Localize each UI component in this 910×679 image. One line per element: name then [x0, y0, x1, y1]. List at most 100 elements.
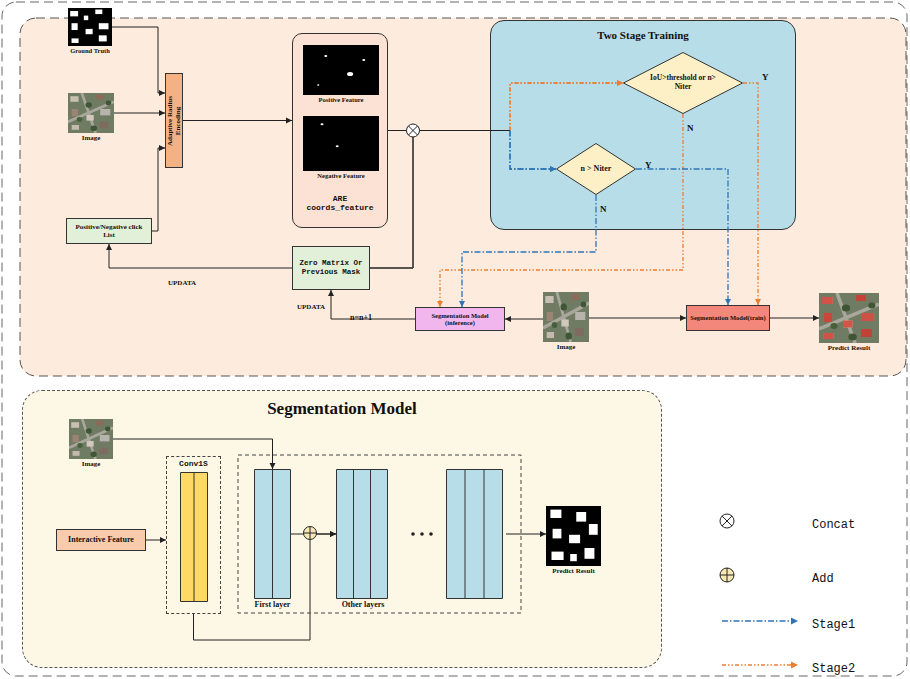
illustration-ref — [303, 116, 379, 171]
feature-group: ARE coords_featurePositive FeatureNegati… — [292, 33, 388, 228]
connector — [505, 316, 543, 322]
arrowhead — [286, 118, 292, 124]
list-box: Positive/Negative click List — [66, 218, 152, 244]
node-label: Segmentation Model (inference) — [417, 312, 503, 327]
node-label: Positive/Negative click List — [71, 223, 147, 239]
connector — [112, 27, 165, 96]
legend-text: Concat — [812, 519, 855, 532]
connector-line — [462, 195, 596, 307]
diamond-shape — [557, 144, 636, 195]
edge-label: n=n+1 — [350, 314, 372, 323]
arrowhead — [330, 531, 336, 537]
image-thumbnail: Image — [543, 292, 589, 342]
connector — [388, 80, 623, 131]
connector-line — [152, 148, 165, 231]
connector — [459, 195, 596, 307]
illustration — [546, 506, 601, 566]
edge-label: Y — [762, 73, 769, 83]
arrowhead — [330, 531, 336, 537]
node-label: IoU>threshold or n> Niter — [641, 74, 725, 91]
decision-diamond: n > Niter — [556, 143, 636, 195]
arrowhead — [617, 80, 623, 86]
arrowhead — [328, 290, 334, 296]
illustration-ref — [819, 293, 879, 343]
image-thumbnail: Image — [69, 419, 113, 459]
connector-line — [505, 319, 543, 320]
connector-line — [388, 130, 510, 131]
connector — [291, 531, 336, 537]
connector-line — [440, 114, 683, 307]
connector — [370, 131, 556, 269]
connector — [183, 118, 292, 124]
connector — [146, 537, 166, 543]
legend-stage1-line — [722, 618, 798, 625]
node-heading: Segmentation Model — [142, 399, 542, 419]
connector-line — [510, 83, 623, 131]
illustration-ref — [337, 469, 503, 599]
arrowhead — [540, 531, 546, 537]
connector — [770, 315, 819, 321]
image-caption: Ground Truth — [0, 47, 190, 54]
connector — [437, 114, 683, 307]
arrowhead — [755, 299, 761, 305]
connector-line — [388, 130, 510, 131]
image-thumbnail: Ground Truth — [68, 8, 112, 46]
legend-stage2-line — [722, 662, 798, 669]
connector — [506, 531, 546, 537]
image-caption: Image — [466, 343, 666, 351]
node-heading: Conv1S — [167, 459, 220, 468]
model-box: Segmentation Model(train) — [686, 305, 770, 331]
arrowhead — [617, 80, 623, 86]
connector-line — [510, 83, 623, 131]
image-caption: Image — [0, 460, 191, 468]
legend-text: Stage2 — [812, 663, 855, 676]
image-thumbnail: Image — [68, 93, 114, 133]
image-caption: Other layers — [263, 600, 463, 609]
mask-box: Zero Matrix Or Previous Mask — [292, 246, 370, 290]
arrowhead — [159, 110, 165, 116]
connector-line — [770, 318, 819, 319]
illustration — [336, 469, 506, 599]
connector-line — [510, 131, 556, 170]
connector — [589, 315, 686, 321]
node-heading: ARE coords_feature — [303, 194, 377, 212]
arrowhead — [813, 315, 819, 321]
connector — [194, 531, 337, 640]
decision-diamond: IoU>threshold or n> Niter — [623, 52, 743, 114]
model-panel: Segmentation ModelImageInteractive Featu… — [22, 390, 662, 668]
connector-line — [506, 534, 546, 535]
connector — [743, 83, 761, 305]
edge-label: UPDATA — [168, 280, 196, 288]
connector — [106, 244, 292, 268]
connector-line — [743, 83, 758, 305]
connector — [113, 439, 276, 469]
stage-panel: Two Stage TrainingIoU>threshold or n> Ni… — [490, 20, 796, 230]
illustration — [303, 45, 379, 95]
connector — [114, 110, 165, 116]
encoding-box: Adaptive Radius Encoding — [165, 73, 183, 168]
image-caption: Image — [0, 134, 191, 142]
connector-line — [331, 290, 415, 319]
illustration — [543, 292, 589, 342]
connector — [370, 80, 623, 268]
arrowhead — [725, 299, 731, 305]
image-thumbnail: Predict Result — [819, 293, 879, 343]
connector-line — [291, 534, 336, 535]
node-heading: Two Stage Training — [503, 29, 783, 42]
diamond-shape — [624, 53, 743, 114]
layer-block: First layer — [254, 469, 291, 599]
image-caption: Predict Result — [474, 567, 674, 575]
node-label: Interactive Feature — [58, 535, 144, 544]
connector-line — [114, 113, 165, 114]
illustration-ref — [303, 45, 379, 95]
training-panel — [20, 18, 906, 376]
image-thumbnail: Predict Result — [546, 506, 601, 566]
arrowhead — [550, 166, 556, 172]
feature-box: Interactive Feature — [56, 529, 146, 551]
illustration — [68, 8, 112, 46]
layers-group-frame — [238, 455, 521, 613]
illustration-ref — [543, 292, 589, 342]
edge-label: N — [600, 205, 607, 215]
